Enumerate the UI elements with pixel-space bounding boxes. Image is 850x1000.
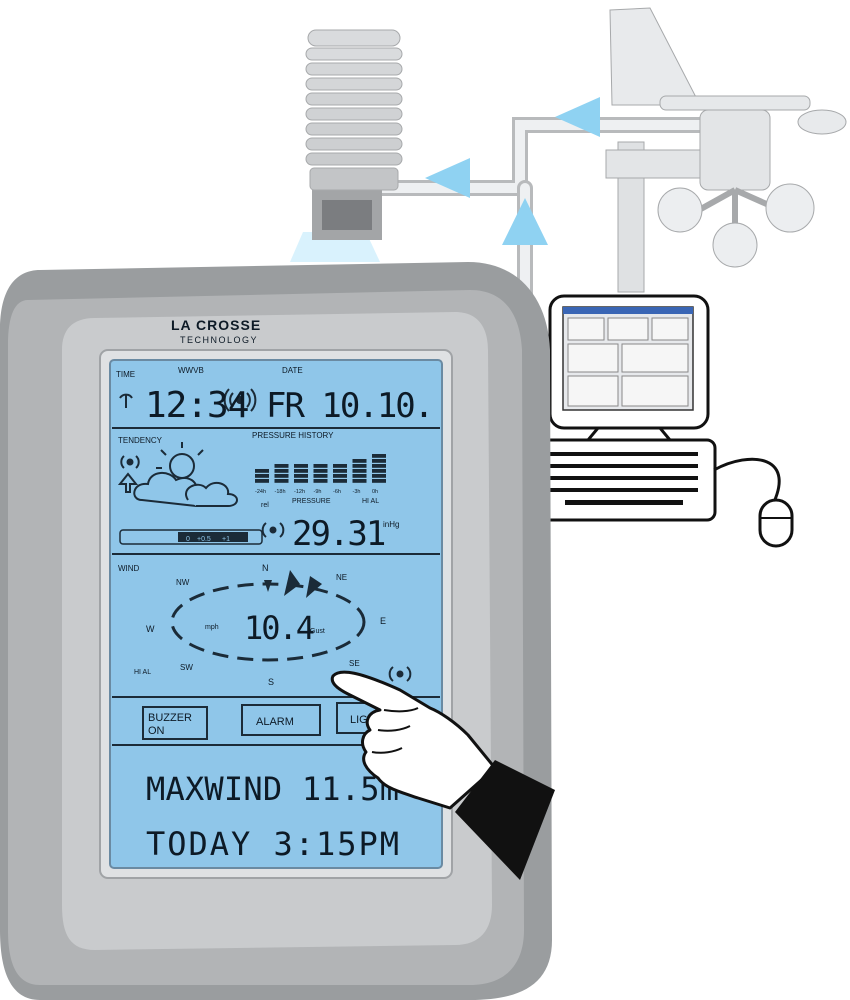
pressure-history-bars <box>255 454 386 483</box>
buzzer-label-line2: ON <box>148 725 165 737</box>
compass-w: W <box>146 624 155 634</box>
gust-label: Gust <box>310 628 325 635</box>
time-label: TIME <box>116 370 135 379</box>
tendency-scale-2: +1 <box>222 536 230 543</box>
anemometer-icon <box>605 7 847 293</box>
antenna-icon <box>119 393 133 408</box>
light-label: LIG <box>350 714 368 726</box>
rel-label: rel <box>261 502 269 509</box>
brand-name: LA CROSSE <box>171 317 261 333</box>
compass-n: N <box>262 563 269 573</box>
pressure-history-label: PRESSURE HISTORY <box>252 431 334 440</box>
thermo-hygro-sensor-icon <box>290 29 403 262</box>
wind-unit: mph <box>205 624 219 631</box>
wind-alarm-signal-icon <box>388 666 412 682</box>
alarm-button-frame <box>241 704 321 736</box>
tendency-up-arrow-icon <box>117 472 139 493</box>
history-tick-4: -6h <box>333 489 341 495</box>
time-display: 12:34 <box>145 385 248 426</box>
history-bar-3 <box>313 464 328 483</box>
wind-speed-value: 10.4 <box>244 609 314 647</box>
tendency-scale-1: +0.5 <box>197 536 211 543</box>
history-bar-0 <box>255 469 269 483</box>
tendency-label: TENDENCY <box>118 436 163 445</box>
history-tick-6: 0h <box>372 489 378 495</box>
buzzer-button-frame <box>142 706 208 740</box>
pointing-hand-icon <box>330 670 555 880</box>
date-label: DATE <box>282 366 303 375</box>
buzzer-label-line1: BUZZER <box>148 712 192 724</box>
history-tick-3: -9h <box>314 489 322 495</box>
history-tick-0: -24h <box>255 489 266 495</box>
compass-ne: NE <box>336 573 347 582</box>
wind-direction-pointer-icon <box>284 570 300 596</box>
tendency-bar <box>119 529 263 545</box>
north-marker-icon <box>264 580 272 592</box>
pressure-label: PRESSURE <box>292 498 331 505</box>
compass-se: SE <box>349 659 360 668</box>
compass-e: E <box>380 616 386 626</box>
history-tick-1: -18h <box>275 489 286 495</box>
pressure-value: 29.31 <box>292 514 385 554</box>
pressure-history-ticks: -24h -18h -12h -9h -6h -3h 0h <box>255 489 378 495</box>
pressure-hial-label: HI AL <box>362 498 379 505</box>
history-bar-2 <box>294 464 308 483</box>
arrow-up-icon <box>502 198 548 245</box>
pressure-unit: inHg <box>383 520 399 529</box>
wind-direction-pointer-2-icon <box>306 576 322 598</box>
wind-label: WIND <box>118 564 140 573</box>
history-tick-2: -12h <box>294 489 305 495</box>
today-time-line: TODAY 3:15PM <box>146 825 398 863</box>
pressure-alarm-signal-icon <box>261 522 285 538</box>
brand-subtitle: TECHNOLOGY <box>180 335 258 345</box>
compass-nw: NW <box>176 578 190 587</box>
tendency-signal-icon <box>120 455 140 469</box>
compass-s: S <box>268 677 274 687</box>
history-bar-5 <box>352 459 367 483</box>
compass-sw: SW <box>180 663 193 672</box>
computer-icon <box>531 294 794 548</box>
history-bar-1 <box>274 464 289 483</box>
history-tick-5: -3h <box>353 489 361 495</box>
date-display: FR 10.10. <box>266 386 432 426</box>
arrow-left-upper-icon <box>555 97 600 137</box>
radio-signal-icon <box>223 388 257 412</box>
wind-hial-label: HI AL <box>134 669 151 676</box>
tendency-scale-0: 0 <box>186 536 190 543</box>
sun-cloud-icon <box>133 442 238 508</box>
wwvb-label: WWVB <box>178 366 204 375</box>
arrow-left-middle-icon <box>425 158 470 198</box>
history-bar-4 <box>333 464 347 483</box>
alarm-label: ALARM <box>256 716 294 728</box>
history-bar-6 <box>372 454 386 483</box>
